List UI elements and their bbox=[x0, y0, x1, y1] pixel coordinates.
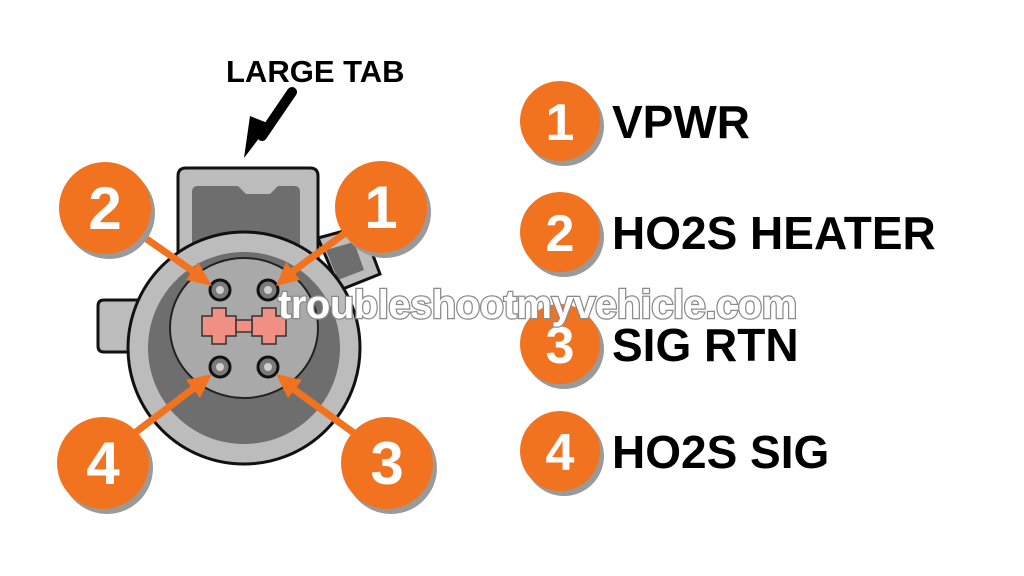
legend-item-4: 4 HO2S SIG bbox=[520, 411, 829, 496]
watermark: troubleshootmyvehicle.com bbox=[278, 283, 797, 327]
pin-callout-4-number: 4 bbox=[86, 430, 120, 497]
pin-callout-2-number: 2 bbox=[88, 175, 121, 242]
pin-holes bbox=[208, 278, 280, 379]
legend-label-3: SIG RTN bbox=[612, 319, 799, 371]
pin-callout-2: 2 bbox=[59, 162, 155, 259]
legend-label-2: HO2S HEATER bbox=[612, 207, 936, 259]
arrow-pin-4 bbox=[124, 374, 212, 442]
pin-callout-3-number: 3 bbox=[370, 430, 403, 497]
legend-number-3: 3 bbox=[546, 317, 575, 375]
legend-number-1: 1 bbox=[546, 94, 575, 152]
legend-item-3: 3 SIG RTN bbox=[520, 304, 799, 389]
legend-number-2: 2 bbox=[546, 205, 575, 263]
legend-item-2: 2 HO2S HEATER bbox=[520, 192, 936, 277]
legend: 1 VPWR 2 HO2S HEATER 3 SIG RTN 4 HO2S SI… bbox=[520, 81, 936, 496]
large-tab-arrow bbox=[244, 87, 297, 158]
terminal-block bbox=[201, 307, 287, 345]
legend-label-4: HO2S SIG bbox=[612, 426, 829, 478]
pin-callout-1: 1 bbox=[335, 161, 431, 258]
legend-label-1: VPWR bbox=[612, 96, 750, 148]
large-tab-label: LARGE TAB bbox=[226, 54, 405, 89]
arrow-pin-3 bbox=[276, 374, 362, 440]
pin-callout-4: 4 bbox=[57, 417, 153, 514]
legend-item-1: 1 VPWR bbox=[520, 81, 750, 166]
legend-number-4: 4 bbox=[546, 424, 575, 482]
connector-body bbox=[96, 166, 382, 466]
pin-callout-3: 3 bbox=[341, 417, 437, 514]
arrow-pin-1 bbox=[276, 224, 356, 286]
pin-callout-1-number: 1 bbox=[364, 174, 397, 241]
